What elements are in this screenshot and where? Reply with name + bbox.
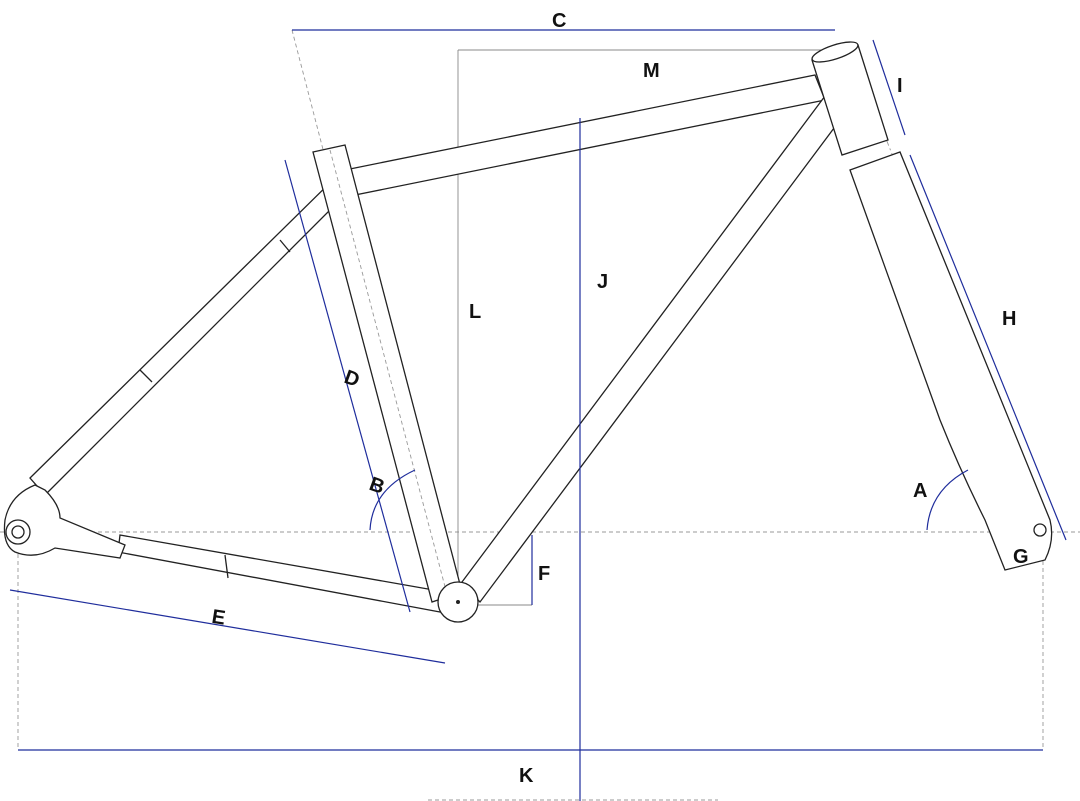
chain-stay-joint: [224, 554, 229, 579]
label-C: C: [552, 10, 566, 32]
seat-tube-centerline: [329, 149, 449, 599]
bb-center: [456, 600, 460, 604]
frame-drawing: [3, 41, 1053, 623]
label-D: D: [341, 366, 362, 392]
dim-H: [909, 154, 1067, 541]
seat-stay-joint-1: [279, 239, 291, 253]
label-H: H: [1002, 308, 1016, 330]
dim-E: [9, 589, 446, 664]
chain-stay: [117, 534, 446, 613]
label-E: E: [210, 606, 227, 630]
label-M: M: [643, 60, 660, 82]
label-F: F: [538, 563, 550, 585]
dimension-labels: C M I L J H D B A G F E K: [210, 10, 1028, 787]
dimension-lines: [9, 29, 1067, 801]
dim-B-arc: [369, 469, 416, 531]
top-tube: [344, 74, 826, 196]
label-B: B: [366, 473, 387, 499]
fork: [849, 151, 1053, 571]
rear-axle: [5, 519, 31, 545]
seat-stay-joint-2: [139, 369, 153, 383]
down-tube: [461, 90, 847, 604]
head-tube-top: [811, 41, 859, 63]
label-L: L: [469, 301, 481, 323]
front-axle: [1033, 523, 1047, 537]
rear-dropout: [3, 484, 126, 559]
label-J: J: [597, 271, 608, 293]
dim-A-arc: [926, 469, 969, 531]
label-K: K: [519, 765, 534, 787]
seat-tube: [312, 144, 463, 603]
label-I: I: [897, 75, 903, 97]
label-G: G: [1013, 546, 1029, 568]
dim-D: [284, 159, 411, 613]
dim-I: [872, 39, 906, 136]
rear-axle-inner: [11, 525, 25, 539]
seat-stay: [29, 167, 359, 496]
label-A: A: [913, 480, 927, 502]
